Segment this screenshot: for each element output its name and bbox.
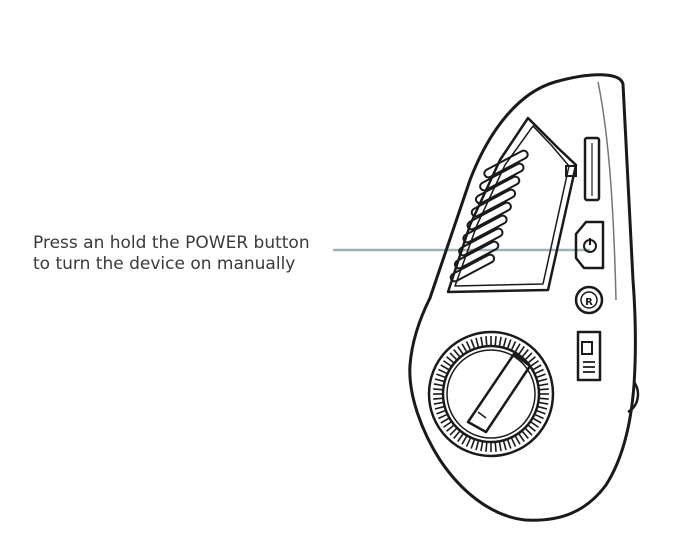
menu-button-icon[interactable] (576, 330, 602, 382)
vent-slots (449, 149, 529, 283)
svg-text:R: R (585, 297, 593, 308)
dial-tooth (436, 410, 446, 415)
dial-tooth (461, 343, 468, 352)
dial-teeth (433, 336, 549, 452)
dial-tooth (538, 378, 548, 383)
dial-tooth (440, 417, 449, 424)
device-body (408, 73, 640, 522)
dial-tooth (528, 424, 536, 432)
dial-tooth (536, 410, 546, 415)
vent-slot (462, 214, 508, 244)
vent-slot (479, 162, 525, 192)
dial-tooth (465, 341, 472, 350)
vent-slot (470, 188, 517, 218)
dial-tooth (514, 436, 521, 445)
dial-tooth (539, 383, 549, 387)
dial-tooth (485, 336, 488, 346)
dial-tooth (434, 405, 444, 410)
vent-slot (466, 201, 512, 231)
dial-tooth (449, 428, 457, 436)
dial-tooth (433, 388, 443, 391)
dial-tooth (521, 349, 529, 357)
dial-tooth (539, 401, 549, 405)
dial-tooth (449, 352, 457, 360)
dial-tooth (433, 401, 443, 405)
dial-tooth (436, 373, 446, 378)
dial-tooth (480, 336, 484, 346)
dial-tooth (446, 424, 454, 432)
vent-panel (446, 116, 578, 294)
dial-tooth (433, 397, 443, 400)
dial-tooth (465, 438, 472, 447)
sd-card-slot-icon (565, 136, 601, 202)
dial-tooth (438, 413, 447, 420)
dial-tooth (535, 413, 544, 420)
dial-tooth (533, 364, 542, 371)
dial-tooth (443, 421, 452, 428)
dial-tooth (518, 346, 525, 355)
callout-text: Press an hold the POWER button to turn t… (33, 233, 310, 275)
dial-tooth (440, 364, 449, 371)
dial-tooth (498, 442, 502, 452)
dial-tooth (446, 356, 454, 364)
dial-tooth (433, 383, 443, 387)
dial-tooth (539, 397, 549, 400)
vent-slot (449, 253, 496, 283)
vent-slot (453, 240, 500, 270)
power-button-icon[interactable] (574, 220, 605, 270)
dial-tooth (498, 336, 502, 346)
vent-slot (458, 227, 504, 257)
dial-tooth (438, 368, 447, 375)
dial-tooth (533, 417, 542, 424)
callout-line-2: to turn the device on manually (33, 254, 296, 274)
vent-slot (474, 175, 521, 205)
dial-tooth (494, 336, 497, 346)
dial-tooth (518, 433, 525, 442)
dial-tooth (453, 349, 461, 357)
dial-tooth (536, 373, 546, 378)
dial-tooth (434, 378, 444, 383)
dial-tooth (535, 368, 544, 375)
dial-tooth (528, 356, 536, 364)
dial-tooth (457, 433, 464, 442)
dial-tooth (457, 346, 464, 355)
dial-tooth (507, 439, 512, 449)
dial-tooth (510, 438, 517, 447)
dial-tooth (494, 442, 497, 452)
dial-tooth (470, 339, 475, 349)
dial-tooth (514, 343, 521, 352)
dial-tooth (530, 360, 539, 367)
dial-tooth (525, 352, 533, 360)
dial-tooth (502, 441, 507, 451)
callout-line-1: Press an hold the POWER button (33, 233, 310, 253)
dial-tooth (485, 442, 488, 452)
dial-tooth (507, 339, 512, 349)
dial-tooth (453, 431, 461, 439)
dial-tooth (475, 441, 480, 451)
vent-slot (483, 149, 529, 179)
mount-dial-icon[interactable] (427, 330, 555, 458)
dial-tooth (539, 388, 549, 391)
dial-tooth (525, 428, 533, 436)
reset-button-icon[interactable]: R (574, 285, 604, 315)
dial-tooth (475, 337, 480, 347)
dial-tooth (510, 341, 517, 350)
dial-tooth (461, 436, 468, 445)
dial-tooth (470, 439, 475, 449)
dial-tooth (538, 405, 548, 410)
dial-tooth (530, 421, 539, 428)
dial-tooth (480, 442, 484, 452)
dial-tooth (502, 337, 507, 347)
dial-tooth (521, 431, 529, 439)
dial-tooth (443, 360, 452, 367)
